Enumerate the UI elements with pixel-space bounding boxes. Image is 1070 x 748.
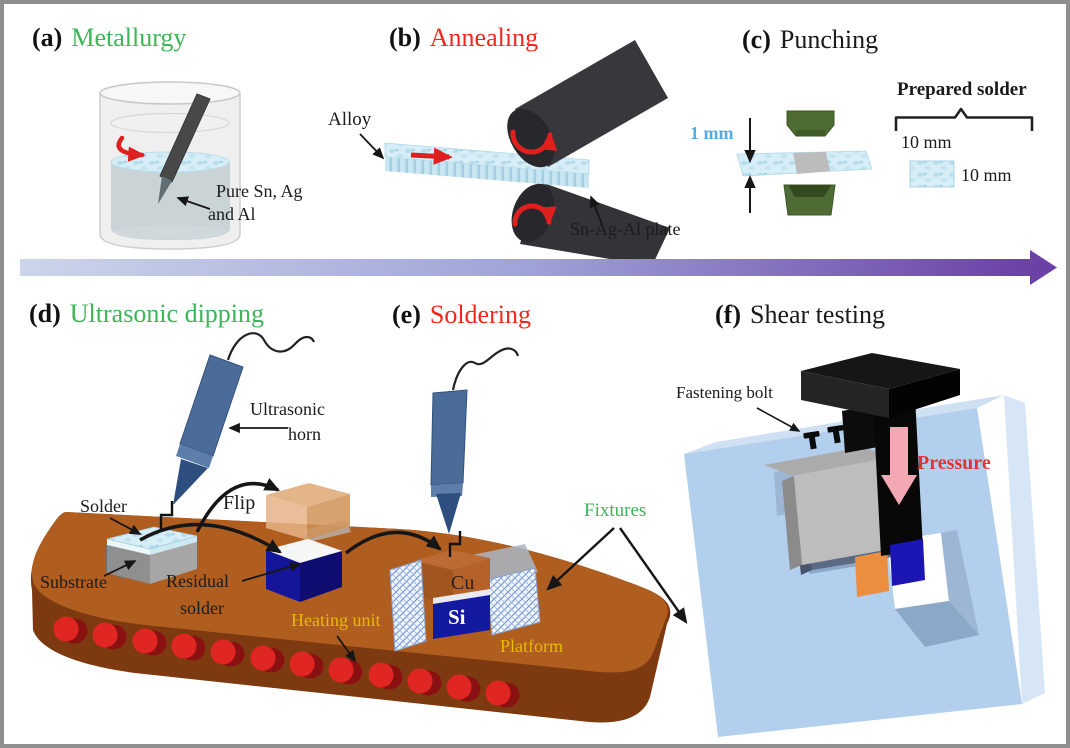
heating-unit-label: Heating unit	[291, 610, 381, 630]
fastening-bolt-1	[803, 430, 820, 450]
fixtures-label: Fixtures	[584, 500, 647, 521]
section-letter: (d)	[29, 299, 61, 328]
si-sample	[890, 539, 925, 586]
fixture-right	[486, 567, 541, 636]
cu-label: Cu	[451, 572, 475, 594]
section-letter: (b)	[389, 23, 421, 52]
section-name: Soldering	[429, 300, 531, 329]
fastening-bolt-2	[827, 424, 844, 444]
section-title-b: (b) Annealing	[389, 23, 539, 52]
si-label: Si	[448, 605, 466, 629]
section-name: Shear testing	[749, 300, 886, 329]
pressure-arrow	[890, 427, 908, 477]
pressure-label: Pressure	[917, 452, 991, 474]
section-name: Punching	[779, 25, 879, 54]
alloy-label: Alloy	[328, 109, 372, 130]
section-title-f: (f) Shear testing	[715, 300, 886, 329]
section-letter: (a)	[32, 23, 63, 52]
process-timeline-arrow	[20, 250, 1057, 285]
ultrasonic-horn-e	[430, 347, 520, 534]
horn-contact-line-e	[448, 531, 462, 557]
section-title-d: (d) Ultrasonic dipping	[29, 299, 265, 328]
heating-units	[53, 616, 520, 708]
cu-si-assembly	[389, 544, 541, 652]
fastening-bolt-label: Fastening bolt	[676, 383, 773, 402]
punching-illustration	[736, 107, 1034, 216]
solder-label: Solder	[80, 496, 127, 516]
section-letter: (e)	[392, 300, 421, 329]
substrate-label: Substrate	[40, 572, 107, 592]
section-title-c: (c) Punching	[742, 25, 879, 54]
section-title-e: (e) Soldering	[392, 300, 531, 329]
residual-solder-label-line1: Residual	[166, 571, 229, 591]
ultrasonic-horn-d	[173, 332, 316, 505]
section-name: Ultrasonic dipping	[69, 299, 265, 328]
fixture-left	[389, 559, 427, 652]
shear-specimen-and-ram	[764, 353, 960, 597]
ultrasonic-horn-label-line2: horn	[288, 424, 321, 444]
cu-sample	[855, 551, 889, 597]
section-letter: (f)	[715, 300, 741, 329]
flip-label: Flip	[223, 492, 256, 514]
section-name: Metallurgy	[71, 23, 187, 52]
ram-plate	[801, 353, 960, 389]
annotation-arrows	[103, 133, 801, 663]
solder-width-label: 10 mm	[901, 132, 952, 152]
pure-metals-label-line1: Pure Sn, Ag	[216, 181, 303, 201]
diagram-canvas	[20, 40, 1057, 737]
residual-solder-label-line2: solder	[180, 598, 224, 618]
flipped-sample-translucent	[266, 483, 351, 542]
prepared-solder-label: Prepared solder	[897, 79, 1027, 100]
section-title-a: (a) Metallurgy	[32, 23, 187, 52]
beaker-illustration	[99, 81, 241, 250]
sn-ag-al-plate-label: Sn-Ag-Al plate	[570, 219, 681, 239]
thickness-label: 1 mm	[690, 123, 734, 143]
horn-contact-line-d	[159, 501, 174, 532]
section-name: Annealing	[429, 23, 539, 52]
platform-label: Platform	[500, 636, 563, 656]
brace	[894, 107, 1034, 131]
rolling-mill-illustration	[384, 40, 670, 266]
ultrasonic-horn-label-line1: Ultrasonic	[250, 399, 325, 419]
pure-metals-label-line2: and Al	[208, 204, 256, 224]
solder-depth-label: 10 mm	[961, 165, 1012, 185]
section-letter: (c)	[742, 25, 771, 54]
